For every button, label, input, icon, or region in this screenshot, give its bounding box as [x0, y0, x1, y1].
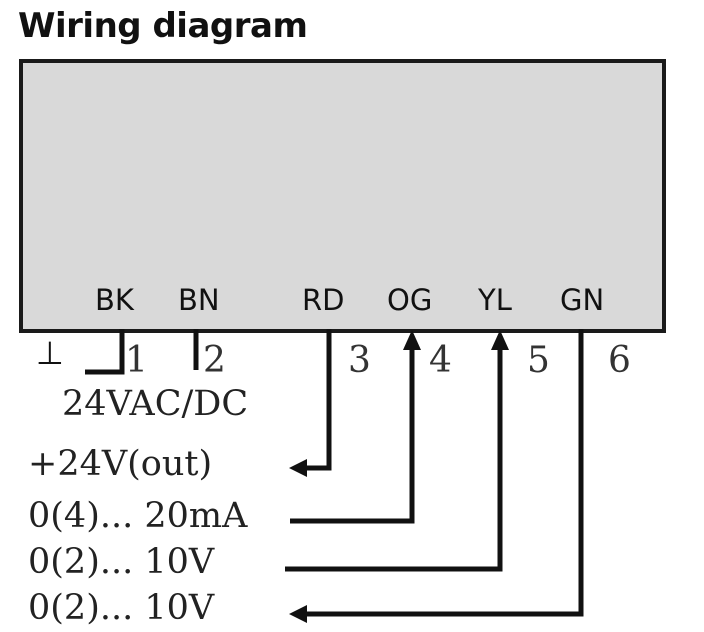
wire-og: [290, 348, 415, 524]
wire-label-gn: GN: [560, 283, 605, 317]
wire-gn: [305, 329, 584, 617]
terminal-number-5: 5: [527, 340, 550, 381]
device-housing: [19, 59, 666, 333]
wire-label-og: OG: [387, 283, 433, 317]
wire-yl: [285, 348, 503, 572]
terminal-number-6: 6: [608, 340, 631, 381]
io-line-voltage-output: 0(2)... 10V: [28, 588, 215, 628]
supply-label: 24VAC/DC: [62, 384, 249, 424]
arrow-rd: [289, 459, 307, 477]
wire-bk: [85, 329, 125, 375]
wire-rd: [305, 329, 332, 471]
arrow-gn: [289, 605, 307, 623]
page-title: Wiring diagram: [18, 6, 308, 46]
terminal-number-3: 3: [348, 340, 371, 381]
terminal-number-4: 4: [429, 340, 452, 381]
io-line-voltage-input: 0(2)... 10V: [28, 542, 215, 582]
wire-label-bk: BK: [95, 283, 134, 317]
wire-label-yl: YL: [478, 283, 512, 317]
wire-label-bn: BN: [178, 283, 220, 317]
io-line-current-input: 0(4)... 20mA: [28, 496, 248, 536]
terminal-number-1: 1: [125, 340, 148, 381]
terminal-number-2: 2: [203, 340, 226, 381]
wire-label-rd: RD: [302, 283, 345, 317]
arrow-yl: [491, 330, 509, 350]
io-line-24v-out: +24V(out): [28, 444, 213, 484]
ground-symbol-icon: ⊥: [36, 334, 64, 372]
arrow-og: [403, 330, 421, 350]
